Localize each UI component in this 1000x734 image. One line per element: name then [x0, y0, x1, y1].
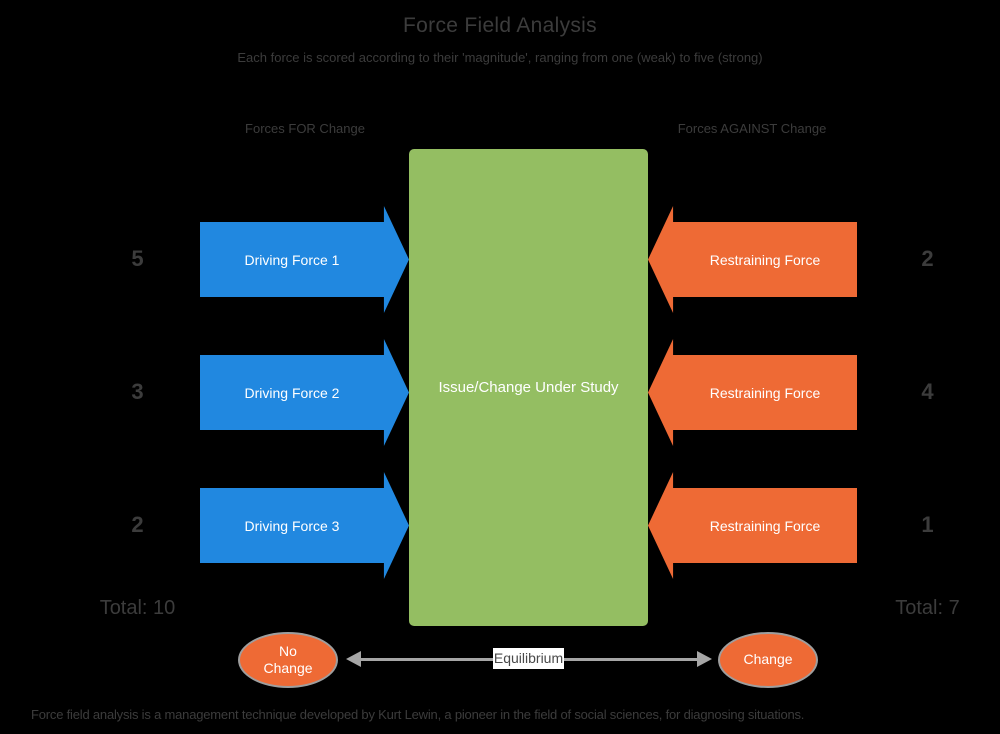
driving-force-3-arrow: Driving Force 3 — [200, 472, 409, 579]
restraining-force-2-arrow: Restraining Force — [648, 339, 857, 446]
change-label: Change — [743, 651, 793, 668]
restraining-force-2-label: Restraining Force — [709, 384, 821, 401]
restraining-force-1-score: 2 — [921, 246, 934, 271]
no-change-label: No Change — [263, 642, 313, 677]
arrowhead-right-icon — [697, 651, 712, 667]
page-title: Force Field Analysis — [403, 14, 597, 37]
driving-force-2-score: 3 — [131, 379, 144, 404]
driving-force-1-label: Driving Force 1 — [244, 251, 340, 268]
restraining-force-3-arrow: Restraining Force — [648, 472, 857, 579]
page-subtitle: Each force is scored according to their … — [237, 50, 763, 65]
forces-for-header: Forces FOR Change — [245, 121, 365, 136]
driving-total: Total: 10 — [99, 597, 176, 619]
restraining-force-3-label: Restraining Force — [709, 517, 821, 534]
driving-force-2-label: Driving Force 2 — [244, 384, 340, 401]
arrowhead-left-icon — [346, 651, 361, 667]
restraining-force-3-score: 1 — [921, 512, 934, 537]
driving-force-1-score: 5 — [131, 246, 144, 271]
driving-force-3-score: 2 — [131, 512, 144, 537]
driving-force-3-label: Driving Force 3 — [244, 517, 340, 534]
change-ellipse: Change — [718, 632, 818, 688]
issue-under-study-box: Issue/Change Under Study — [409, 149, 648, 626]
restraining-force-1-arrow: Restraining Force — [648, 206, 857, 313]
driving-force-1-arrow: Driving Force 1 — [200, 206, 409, 313]
driving-force-2-arrow: Driving Force 2 — [200, 339, 409, 446]
issue-under-study-label: Issue/Change Under Study — [438, 379, 619, 396]
no-change-ellipse: No Change — [238, 632, 338, 688]
forces-against-header: Forces AGAINST Change — [677, 121, 827, 136]
restraining-total: Total: 7 — [895, 597, 960, 619]
restraining-force-1-label: Restraining Force — [709, 251, 821, 268]
equilibrium-label: Equilibrium — [493, 648, 564, 669]
footer-note: Force field analysis is a management tec… — [31, 707, 805, 722]
restraining-force-2-score: 4 — [921, 379, 934, 404]
